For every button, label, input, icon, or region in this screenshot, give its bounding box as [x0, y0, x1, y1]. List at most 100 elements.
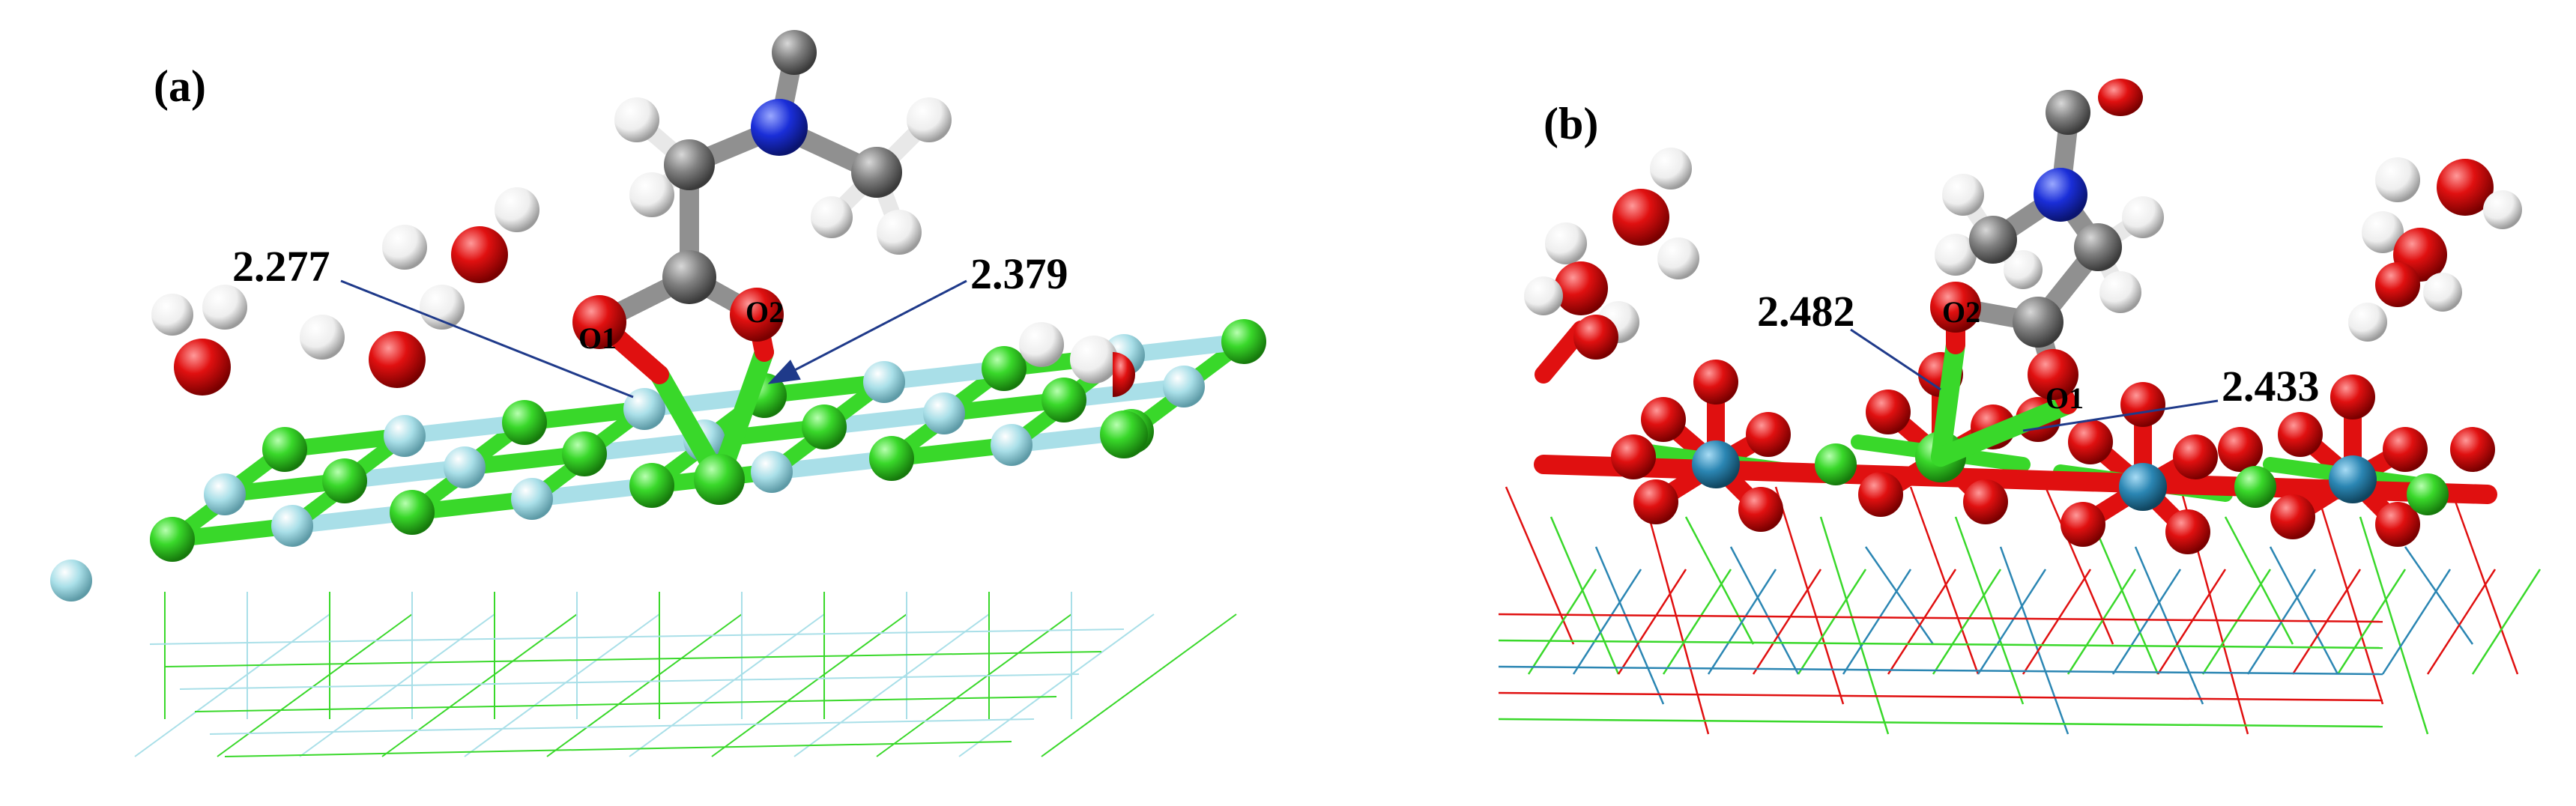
wire-line [958, 613, 1155, 757]
panel-b-distance-1: 2.482 [1757, 287, 1855, 336]
surface-atom-f [863, 361, 905, 403]
wire-line [1498, 718, 2383, 728]
wire-line [1797, 569, 1867, 675]
surface-atom-o [1611, 434, 1656, 479]
wire-line [1639, 486, 1710, 735]
surface-atom-o [1738, 487, 1783, 532]
surface-atom-si [2119, 463, 2167, 511]
wire-line [1549, 516, 1620, 675]
surface-atom-ca [982, 346, 1027, 391]
wire-line [1774, 486, 1845, 705]
panel-a: (a) 2.277 2.379 O1 O2 [50, 30, 1266, 757]
wire-line [1572, 569, 1642, 675]
surface-atom-o [2270, 494, 2315, 539]
wire-line [194, 696, 1057, 712]
panel-b-atom-label-o1: O1 [2046, 381, 2084, 415]
surface-atom-ca [150, 517, 195, 562]
surface-atom-o [1641, 397, 1686, 442]
surface-atom-f [271, 505, 313, 547]
wire-line [1729, 546, 1800, 675]
wire-line [1909, 486, 1980, 675]
wire-line [2359, 516, 2429, 735]
surface-atom-o [1858, 472, 1903, 517]
surface-atom-f [623, 388, 665, 430]
surface-atom-o [2120, 382, 2165, 427]
panel-a-water-molecules [151, 187, 1135, 397]
surface-atom-o [2278, 412, 2323, 457]
wire-line [1707, 569, 1777, 675]
wire-line [793, 613, 990, 757]
wire-line [2471, 569, 2542, 675]
surface-atom-si [2329, 455, 2377, 503]
wire-line [1932, 569, 2002, 675]
surface-atom-f [923, 393, 965, 434]
panel-a-atom-label-o2: O2 [746, 295, 784, 329]
wire-line [164, 651, 1102, 667]
surface-atom-ca [869, 436, 914, 481]
wire-line [1498, 639, 2383, 649]
surface-atom-o [2165, 509, 2210, 554]
surface-atom-ca [262, 427, 307, 472]
panel-a-label: (a) [154, 61, 206, 111]
wire-line [2022, 569, 2092, 675]
panel-a-annotations [340, 279, 967, 399]
surface-atom-o [2375, 502, 2420, 547]
surface-atom-f [751, 451, 793, 493]
surface-atom-o [2061, 502, 2105, 547]
surface-atom-o [1693, 360, 1738, 404]
wire-line [134, 613, 330, 757]
surface-atom-ca [629, 463, 674, 508]
surface-atom-ca [1041, 378, 1086, 422]
wire-line [1617, 569, 1687, 675]
panel-b-distance-2: 2.433 [2222, 362, 2320, 410]
wire-line [2156, 569, 2227, 675]
wire-line [2134, 546, 2204, 705]
wire-line [2449, 486, 2519, 675]
surface-atom-ca [1100, 410, 1148, 458]
wire-line [179, 673, 1080, 690]
panel-b-atom-label-o2: O2 [1942, 295, 1980, 329]
surface-atom-ca [390, 490, 435, 535]
panel-b: (b) 2.482 2.433 O2 O1 [1498, 79, 2542, 735]
wire-line [1999, 546, 2069, 735]
surface-atom-f [50, 560, 92, 602]
surface-atom-o [2330, 375, 2375, 419]
wire-line [876, 613, 1072, 757]
wire-line [629, 613, 825, 757]
surface-atom-ca [802, 404, 847, 449]
surface-atom-ca [322, 458, 367, 503]
wire-line [1498, 613, 2383, 623]
wire-line [1752, 569, 1822, 675]
surface-atom-ca [1221, 319, 1266, 364]
wire-line [2201, 569, 2272, 675]
surface-atom-f [1163, 366, 1205, 407]
panel-a-surface-atoms [50, 319, 1266, 602]
wire-line [1842, 569, 1912, 675]
wire-line [2269, 546, 2339, 675]
surface-atom-ca [2407, 473, 2449, 515]
panel-a-atom-label-o1: O1 [578, 321, 617, 355]
surface-atom-o [2218, 427, 2263, 472]
surface-atom-o [1746, 412, 1791, 457]
surface-atom-f [204, 473, 246, 515]
panel-b-adsorbate [1930, 79, 2164, 467]
panel-b-label: (b) [1544, 99, 1598, 148]
surface-atom-o [2173, 434, 2218, 479]
wire-line [224, 741, 1012, 757]
wire-line [711, 613, 907, 757]
surface-atom-o [2383, 427, 2428, 472]
wire-line [1041, 613, 1237, 757]
wire-line [2381, 569, 2452, 675]
surface-atom-o [1633, 479, 1678, 524]
panel-a-bulk-wireframe [134, 592, 1237, 757]
wire-line [1887, 569, 1957, 675]
wire-line [1819, 516, 1890, 735]
surface-atom-ca [2234, 466, 2276, 508]
surface-atom-f [511, 478, 553, 520]
wire-line [1977, 569, 2047, 675]
wire-line [2314, 486, 2384, 705]
wire-line [2044, 486, 2114, 645]
panel-b-annotations [1850, 328, 2219, 432]
surface-atom-o [2450, 427, 2495, 472]
